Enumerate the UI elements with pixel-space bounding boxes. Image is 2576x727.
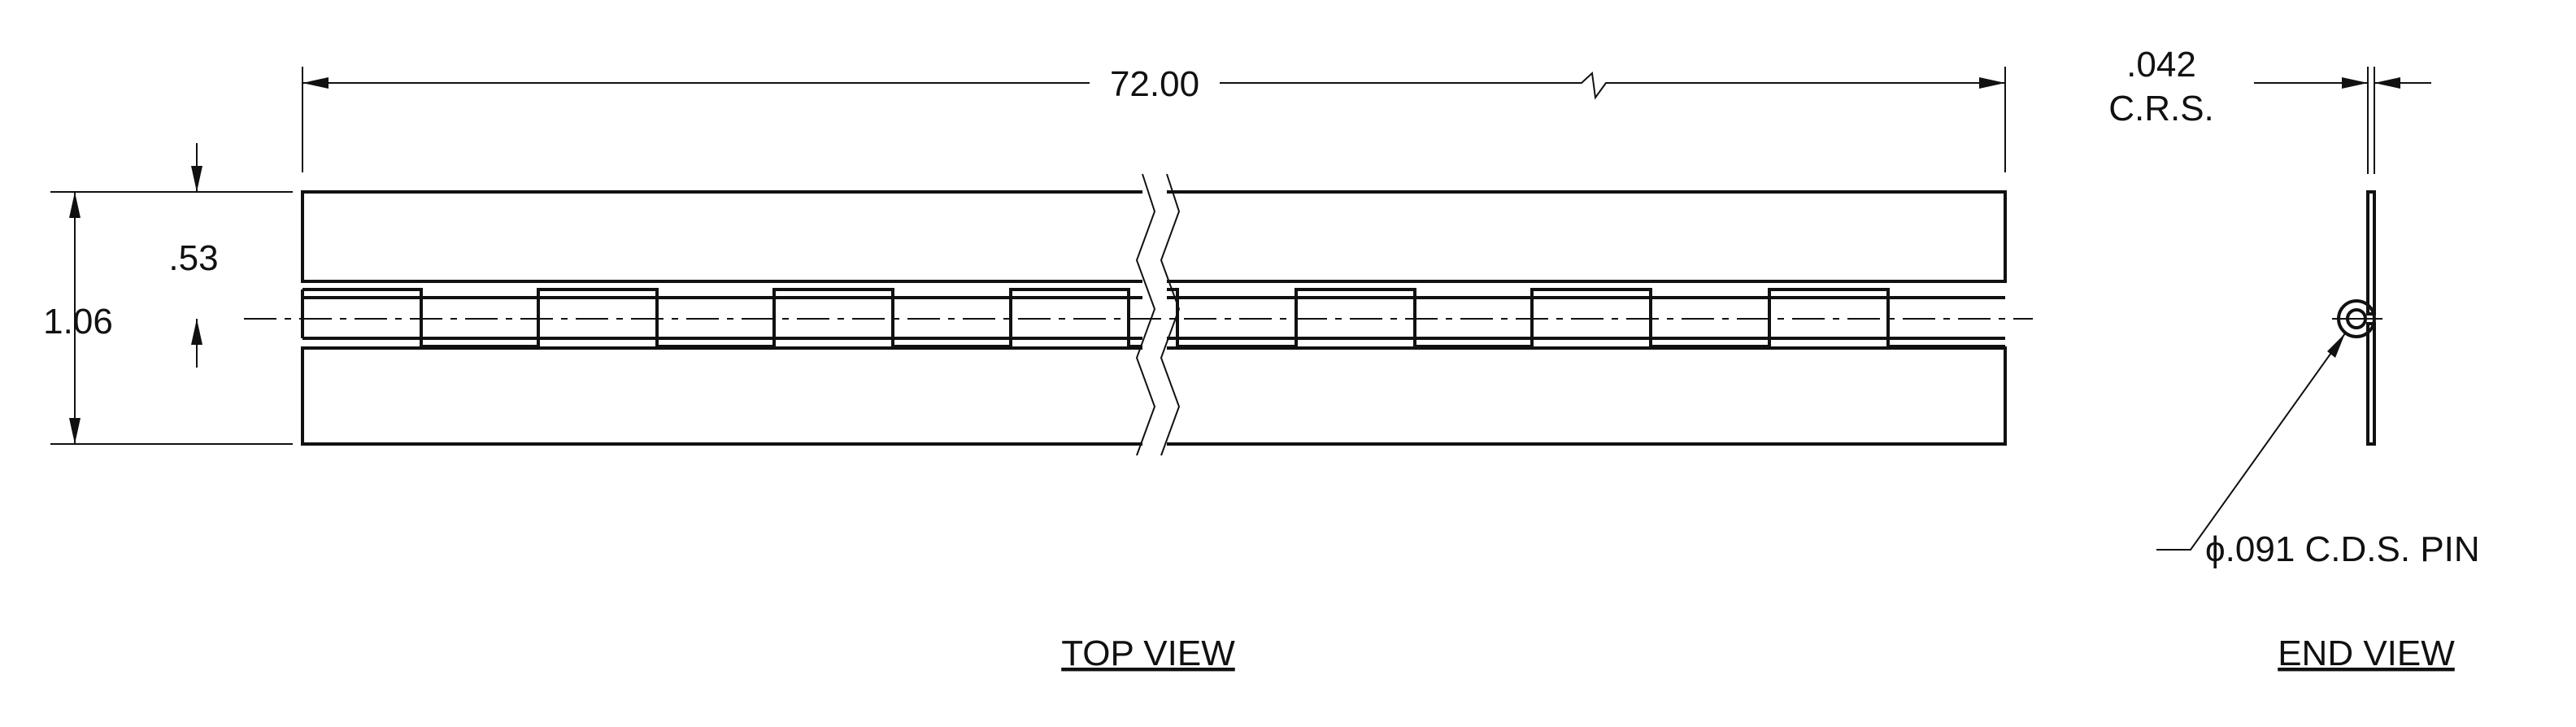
width-dimension-text: 1.06 [43,302,113,342]
end-view-upper-leaf [2366,190,2376,316]
length-dimension: 72.00 [302,64,2006,172]
break-line-right [1160,173,1181,456]
break-line-left [1135,173,1156,456]
pin-callout-value: .091 C.D.S. PIN [2226,529,2480,569]
thickness-dimension: .042 C.R.S. [2108,45,2431,174]
top-view-right-segment [1167,190,2007,446]
pin-callout-text: ϕ.091 C.D.S. PIN [2205,529,2480,569]
end-view-lower-leaf [2366,322,2376,446]
diameter-symbol: ϕ [2205,529,2226,569]
end-view: .042 C.R.S. ϕ.091 C.D.S. PIN END VIEW [2108,45,2479,673]
top-view: 72.00 1.06 .53 TOP VIEW [43,64,2033,673]
half-width-dimension-text: .53 [168,238,218,278]
length-dimension-text: 72.00 [1110,64,1199,104]
width-dimension: 1.06 [43,191,293,445]
thickness-material-text: C.R.S. [2108,89,2214,128]
thickness-value-text: .042 [2126,45,2196,85]
top-view-label: TOP VIEW [1061,633,1235,673]
pin-leader: ϕ.091 C.D.S. PIN [2156,333,2480,569]
end-view-label: END VIEW [2278,633,2455,673]
half-width-dimension: .53 [168,143,219,368]
